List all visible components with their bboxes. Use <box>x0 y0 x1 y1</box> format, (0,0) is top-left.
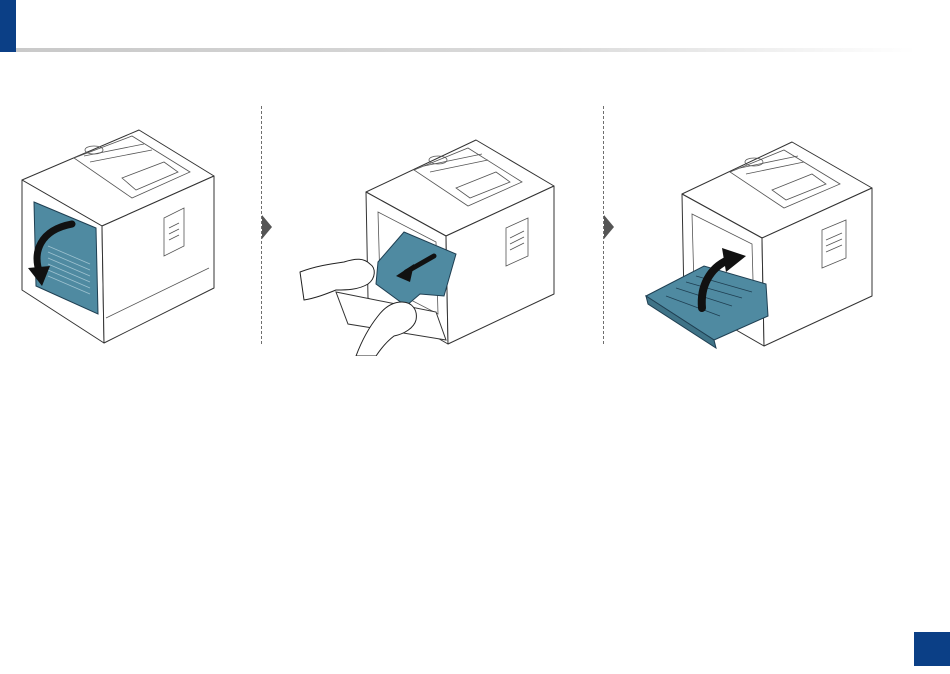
printer-remove-jammed-paper-icon <box>296 134 570 356</box>
step-arrow-icon <box>604 215 614 239</box>
header-accent-tab <box>0 0 16 52</box>
printer-close-duplex-unit-icon <box>640 136 886 352</box>
printer-open-rear-cover-icon <box>14 128 220 346</box>
step-arrow-icon <box>262 215 272 239</box>
page-number-badge <box>914 632 950 666</box>
header-rule <box>16 48 916 52</box>
